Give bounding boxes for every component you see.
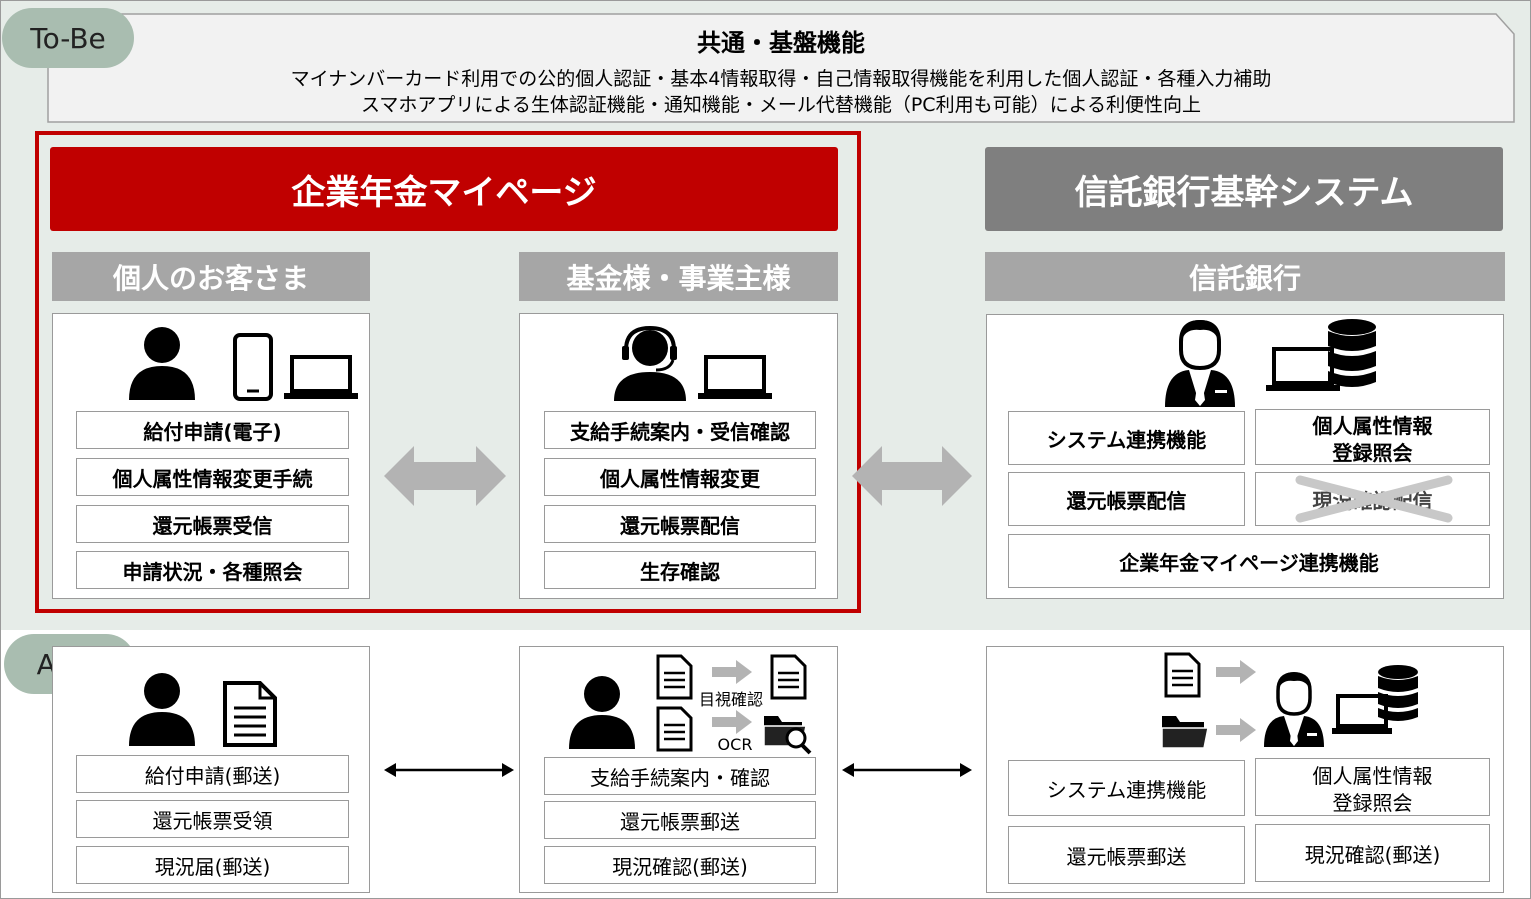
person-icon: [569, 676, 635, 749]
asis-trust-item-personal-info: 個人属性情報 登録照会: [1255, 758, 1490, 816]
asis-fund-item: 現況確認(郵送): [544, 846, 816, 884]
asis-fund-item: 支給手続案内・確認: [544, 757, 816, 795]
arrow-right-icon: [1216, 660, 1256, 684]
person-icon: [129, 327, 195, 400]
ocr-label: OCR: [717, 734, 753, 754]
tobe-label: To-Be: [2, 8, 134, 68]
fund-item: 還元帳票配信: [544, 505, 816, 543]
fund-item: 個人属性情報変更: [544, 458, 816, 496]
fund-item: 生存確認: [544, 551, 816, 589]
trust-header: 信託銀行: [985, 252, 1505, 301]
personal-item: 給付申請(電子): [76, 411, 349, 449]
operator-headset-icon: [614, 325, 686, 401]
document-icon: [656, 706, 693, 752]
fund-item: 支給手続案内・受信確認: [544, 411, 816, 449]
visual-check-label: 目視確認: [698, 690, 763, 709]
trust-item-personal-info-line1: 個人属性情報: [1312, 414, 1433, 438]
database-icon: [1378, 665, 1418, 721]
common-banner-shape: [47, 13, 1515, 123]
fund-header: 基金様・事業主様: [519, 252, 838, 301]
trust-item-system-link: システム連携機能: [1008, 411, 1245, 465]
smartphone-icon: [233, 333, 273, 401]
trust-item-personal-info-line2: 登録照会: [1332, 440, 1413, 465]
trust-item-personal-info: 個人属性情報 登録照会: [1255, 409, 1490, 465]
personal-item: 申請状況・各種照会: [76, 551, 349, 589]
document-icon: [656, 654, 693, 700]
arrow-right-icon: [1216, 718, 1256, 742]
double-arrow-icon: [852, 446, 972, 506]
document-icon: [223, 681, 277, 747]
trust-item-report-delivery: 還元帳票配信: [1008, 472, 1245, 526]
person-icon: [129, 673, 195, 746]
asis-trust-item-personal-info-line1: 個人属性情報: [1312, 763, 1433, 788]
personal-item: 還元帳票受信: [76, 505, 349, 543]
database-icon: [1328, 319, 1376, 387]
asis-personal-item: 給付申請(郵送): [76, 755, 349, 793]
businessman-icon: [1165, 319, 1235, 407]
document-icon: [1164, 652, 1201, 698]
asis-personal-item: 現況届(郵送): [76, 846, 349, 884]
asis-trust-item-system-link: システム連携機能: [1008, 760, 1245, 816]
folder-search-icon: [763, 716, 812, 755]
asis-trust-item-personal-info-line2: 登録照会: [1332, 790, 1413, 815]
businessman-icon: [1264, 672, 1324, 747]
thin-double-arrow-icon: [842, 763, 972, 777]
asis-personal-item: 還元帳票受領: [76, 800, 349, 838]
document-icon: [770, 654, 807, 700]
personal-header: 個人のお客さま: [52, 252, 370, 301]
trust-system-title: 信託銀行基幹システム: [985, 147, 1503, 231]
mypage-highlight-frame: [35, 131, 861, 613]
personal-item: 個人属性情報変更手続: [76, 458, 349, 496]
laptop-icon: [698, 355, 772, 399]
arrow-right-icon: [712, 710, 752, 734]
double-arrow-icon: [384, 446, 506, 506]
thin-double-arrow-icon: [384, 763, 514, 777]
mypage-title: 企業年金マイページ: [50, 147, 838, 231]
trust-item-mypage-link: 企業年金マイページ連携機能: [1008, 534, 1490, 588]
common-line-1: マイナンバーカード利用での公的個人認証・基本4情報取得・自己情報取得機能を利用し…: [290, 67, 1272, 90]
asis-fund-item: 還元帳票郵送: [544, 801, 816, 839]
laptop-icon: [284, 355, 358, 399]
asis-trust-item-status-check: 現況確認(郵送): [1255, 824, 1490, 882]
common-line-2: スマホアプリによる生体認証機能・通知機能・メール代替機能（PC利用も可能）による…: [360, 93, 1202, 116]
common-title: 共通・基盤機能: [697, 28, 865, 57]
cross-out-icon: [1295, 475, 1453, 523]
arrow-right-icon: [712, 660, 752, 684]
asis-trust-item-report-mail: 還元帳票郵送: [1008, 826, 1245, 884]
folder-icon: [1161, 716, 1209, 749]
